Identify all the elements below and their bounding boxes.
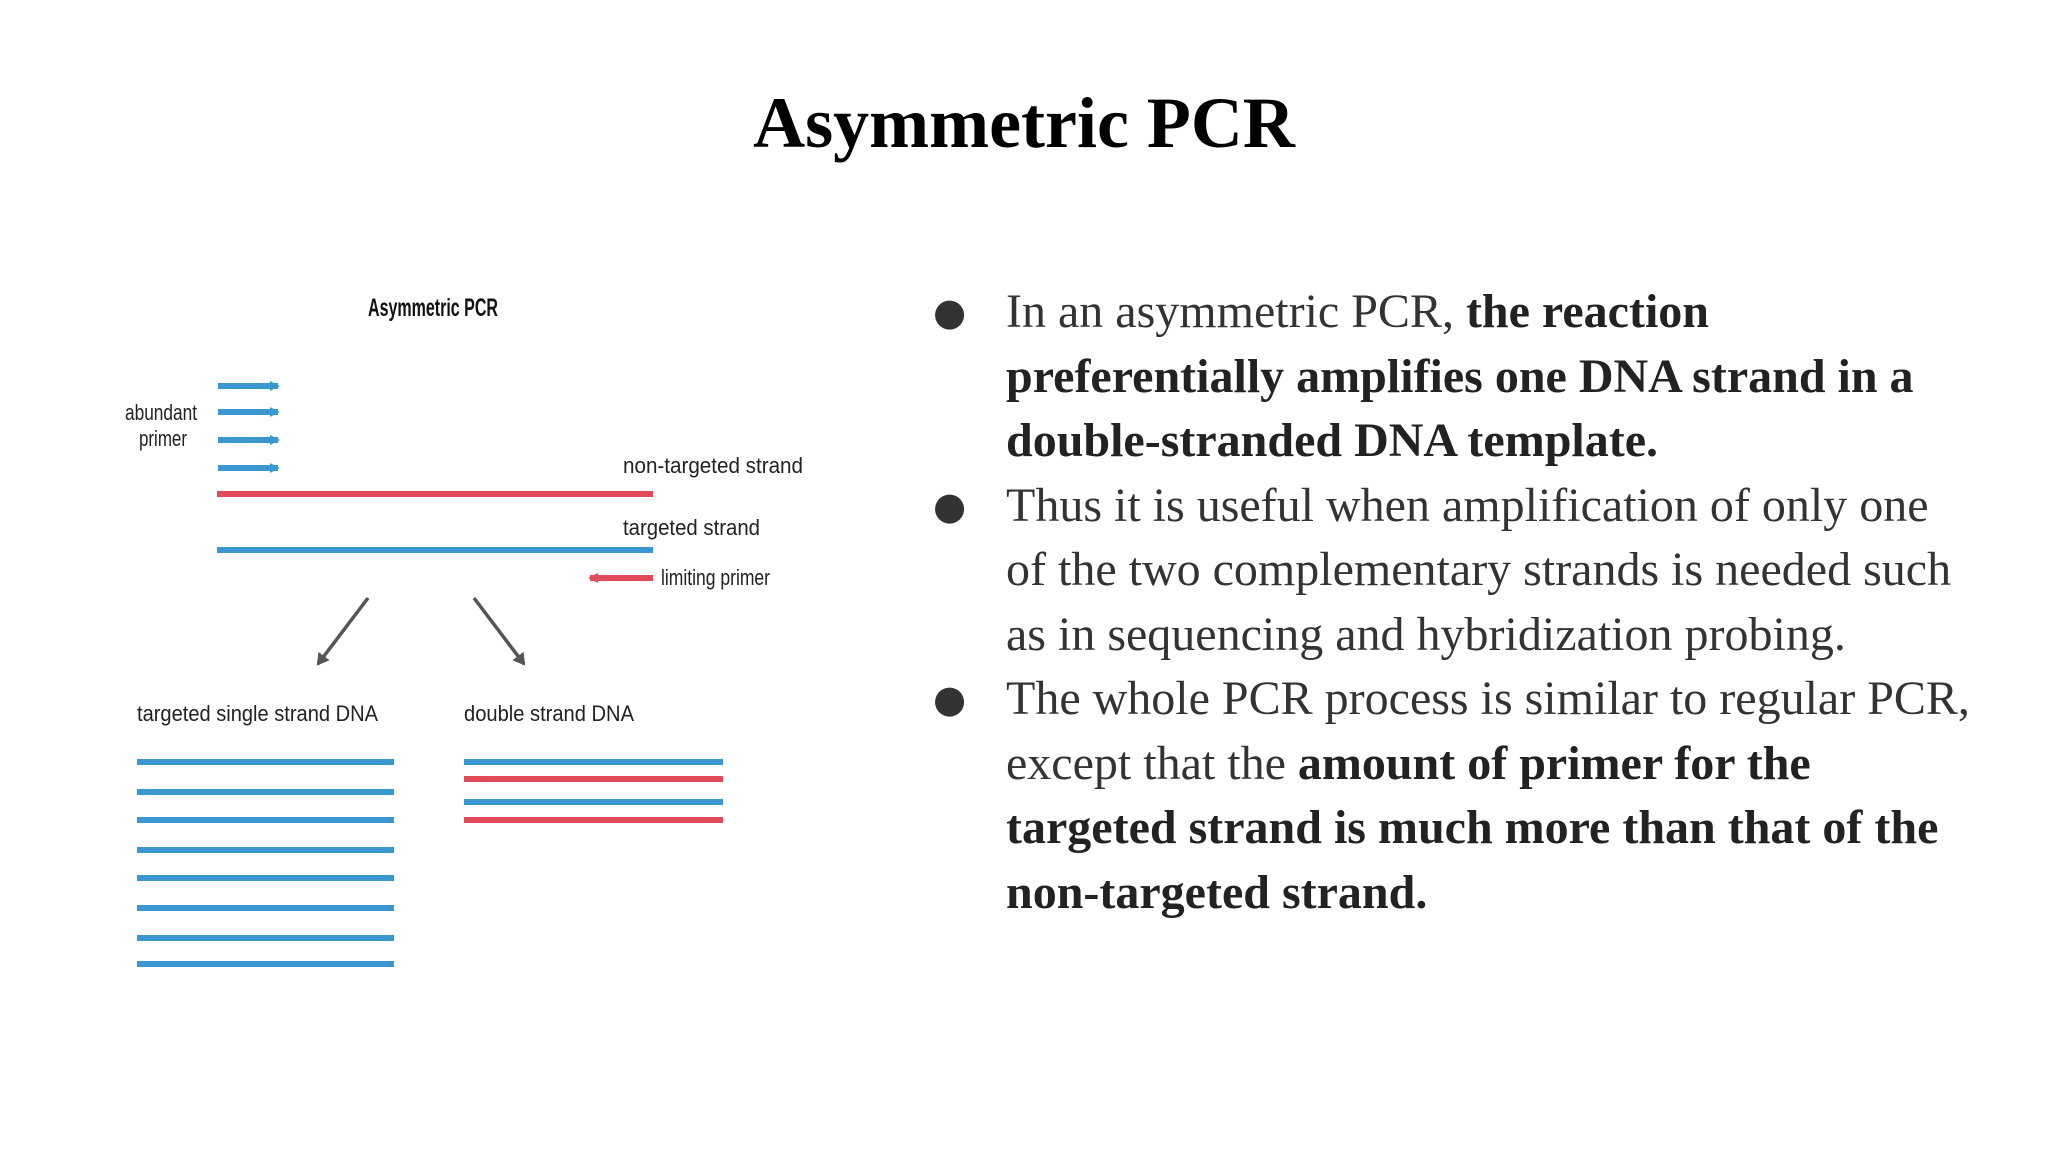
single-strand-products — [137, 759, 394, 967]
bullet-item: ● In an asymmetric PCR, the reaction pre… — [925, 280, 1975, 474]
abundant-primer-arrows — [218, 381, 280, 473]
targeted-single-strand-dna-label: targeted single strand DNA — [137, 701, 378, 726]
limiting-primer-label: limiting primer — [661, 565, 770, 590]
bullet-text: In an asymmetric PCR, the reaction prefe… — [1006, 285, 1914, 467]
bullet-run-bold: the reaction preferentially amplifies on… — [1006, 285, 1914, 467]
figure-title: Asymmetric PCR — [368, 294, 498, 322]
bullet-item: ● The whole PCR process is similar to re… — [925, 667, 1975, 925]
arrow-to-double-strand — [472, 596, 526, 666]
bullet-text: The whole PCR process is similar to regu… — [1006, 672, 1970, 919]
bullet-text: Thus it is useful when amplification of … — [1006, 479, 1951, 661]
targeted-strand-label: targeted strand — [623, 515, 760, 540]
bullet-item: ● Thus it is useful when amplification o… — [925, 474, 1975, 668]
diagram-svg: Asymmetric PCR abundant primer non-targe… — [125, 294, 803, 967]
bullet-run: Thus it is useful when amplification of … — [1006, 478, 1952, 661]
asymmetric-pcr-diagram: Asymmetric PCR abundant primer non-targe… — [110, 270, 850, 990]
non-targeted-strand-label: non-targeted strand — [623, 453, 803, 478]
bullet-dot-icon: ● — [933, 290, 967, 334]
abundant-primer-label-line1: abundant — [125, 400, 197, 425]
slide-title: Asymmetric PCR — [753, 83, 1295, 163]
bullet-dot-icon: ● — [933, 677, 967, 721]
double-strand-products — [464, 759, 723, 823]
abundant-primer-label-line2: primer — [139, 426, 187, 451]
bullet-dot-icon: ● — [933, 483, 967, 528]
bullet-run: In an asymmetric PCR, — [1006, 285, 1466, 338]
double-strand-dna-label: double strand DNA — [464, 701, 634, 726]
bullet-run: The whole PCR process is similar to regu… — [1006, 672, 1970, 790]
bullet-list: ● In an asymmetric PCR, the reaction pre… — [925, 280, 1975, 925]
bullet-run-bold: amount of primer for the targeted strand… — [1006, 736, 1939, 919]
arrow-to-single-strand — [316, 596, 370, 666]
